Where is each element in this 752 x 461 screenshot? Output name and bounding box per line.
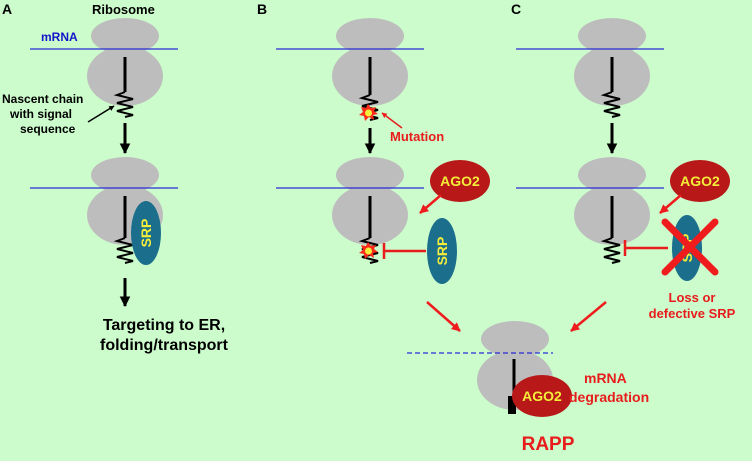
truncated-chain-block <box>508 396 516 414</box>
arrow-b-to-rapp <box>426 301 461 332</box>
srp-b: SRP <box>427 218 457 284</box>
mutation-pointer <box>381 112 403 129</box>
mutation-label: Mutation <box>390 129 444 144</box>
loss-srp-label-line2: defective SRP <box>649 306 736 321</box>
ago2-label-rapp: AGO2 <box>522 388 562 404</box>
signal-sequence-helix-c-top <box>600 91 621 118</box>
signal-sequence-helix-a-top <box>113 91 134 118</box>
mutation-star-b-bottom <box>359 242 378 259</box>
ago2-c: AGO2 <box>670 160 730 202</box>
mrna-degradation-label-line1: mRNA <box>584 370 627 386</box>
panel-label-b: B <box>257 1 267 17</box>
defective-srp-c: SRP <box>661 215 719 281</box>
ago2-arrow-c <box>659 194 682 214</box>
inhibition-c <box>623 240 668 256</box>
nascent-chain-label-line1: Nascent chain <box>2 92 83 106</box>
ribosome-label: Ribosome <box>92 2 155 17</box>
panel-label-a: A <box>2 1 12 17</box>
ago2-rapp: AGO2 <box>512 375 572 417</box>
inhibition-b <box>382 243 426 259</box>
mrna-label: mRNA <box>41 30 78 44</box>
cross-out-stroke-2 <box>661 218 719 276</box>
srp-label-a: SRP <box>138 219 154 248</box>
srp-label-b: SRP <box>434 237 450 266</box>
targeting-label-line2: folding/transport <box>100 337 229 354</box>
signal-sequence-helix-c-bottom <box>600 237 621 264</box>
ago2-label-c: AGO2 <box>680 173 720 189</box>
ago2-arrow-b <box>419 194 442 214</box>
mrna-degradation-label-line2: degradation <box>569 389 649 405</box>
nascent-chain-pointer <box>87 105 115 123</box>
loss-srp-label-line1: Loss or <box>669 290 716 305</box>
arrow-c-to-rapp <box>570 301 607 332</box>
panel-label-c: C <box>511 1 521 17</box>
srp-a: SRP <box>131 201 161 265</box>
nascent-chain-label-line3: sequence <box>20 122 76 136</box>
signal-sequence-helix-a-bottom <box>113 237 134 264</box>
mutation-star-b-top <box>359 104 378 121</box>
ago2-b: AGO2 <box>430 160 490 202</box>
nascent-chain-label-line2: with signal <box>9 107 72 121</box>
rapp-label: RAPP <box>522 434 575 455</box>
ago2-label-b: AGO2 <box>440 173 480 189</box>
targeting-label-line1: Targeting to ER, <box>103 317 225 334</box>
